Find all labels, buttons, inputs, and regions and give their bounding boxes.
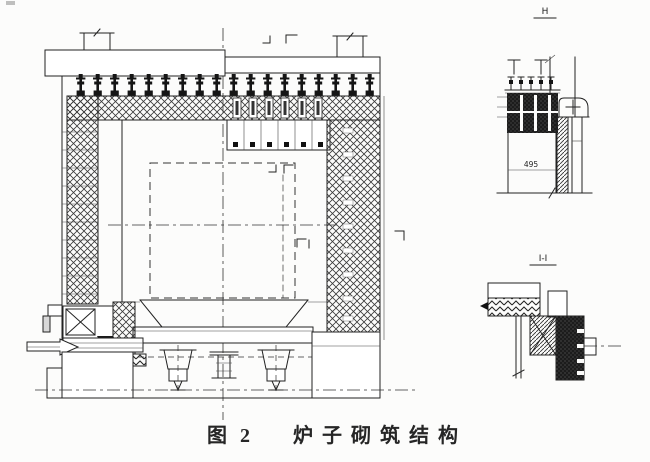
- figure-caption-title: 炉子砌筑结构: [293, 423, 467, 447]
- detail-i-label: I-I: [539, 254, 548, 264]
- detail-view-h: H 495: [496, 7, 593, 199]
- main-section-view: [26, 28, 415, 420]
- left-wall-masonry: [61, 75, 123, 399]
- detail-h-brick-blocks: [507, 93, 558, 133]
- detail-h-label: H: [542, 7, 549, 17]
- detail-h-bolts: [507, 76, 555, 91]
- detail-h-cap-block: [558, 97, 589, 118]
- detail-h-hatched-wall: [556, 116, 569, 194]
- suspended-roof-bricks: [232, 97, 323, 119]
- detail-i-arrow: [480, 302, 488, 310]
- anchor-bolt-row: [66, 74, 381, 97]
- left-stack-bracket: [79, 32, 115, 51]
- inner-chamber-dashed-outline: [149, 162, 296, 299]
- scan-artifact: [6, 1, 15, 5]
- detail-view-i: I-I: [480, 254, 624, 381]
- base-plinths: [46, 331, 381, 399]
- figure-caption: 图 2 炉子砌筑结构: [207, 423, 467, 447]
- top-frame: [44, 28, 381, 77]
- section-marks: [262, 34, 405, 299]
- right-wall-masonry: [326, 56, 385, 399]
- roof-masonry: [66, 95, 381, 121]
- detail-i-refractory-band: [487, 297, 541, 317]
- right-stack-bracket: [332, 35, 368, 58]
- support-jack-left: [159, 345, 197, 393]
- hearth-car: [128, 299, 320, 358]
- detail-h-dimension: 495: [524, 160, 539, 169]
- figure-caption-number: 图 2: [207, 424, 254, 447]
- center-stand: [209, 351, 239, 379]
- support-jack-right: [257, 345, 295, 393]
- hanger-panels: [226, 119, 331, 151]
